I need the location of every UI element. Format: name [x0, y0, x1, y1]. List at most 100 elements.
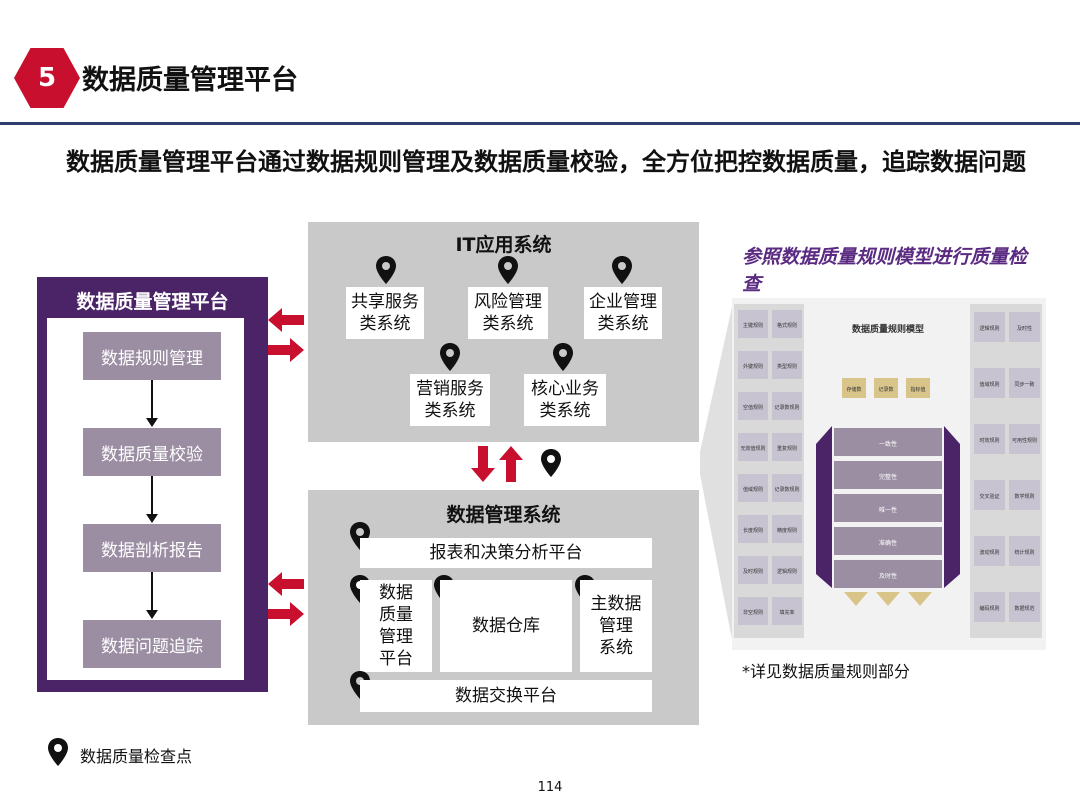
step-issue-tracking: 数据问题追踪: [83, 620, 221, 668]
right-rule-label: 及时性: [1017, 325, 1032, 332]
left-rule-cell: [772, 597, 802, 625]
right-rule-label: 交叉验证: [979, 493, 999, 500]
right-rule-column: [970, 304, 1042, 638]
right-rule-cell: [1009, 536, 1040, 566]
left-rule-label: 外键规则: [743, 363, 763, 370]
reference-note: *详见数据质量规则部分: [742, 662, 911, 681]
reference-title: 参照数据质量规则模型进行质量检查: [742, 246, 1028, 295]
top-label-box: [906, 378, 930, 398]
section-number-badge: 5: [14, 48, 80, 108]
right-rule-label: 时效规则: [979, 437, 999, 444]
left-rule-cell: [738, 310, 768, 338]
dq-platform-title: 数据质量管理平台: [76, 291, 229, 313]
left-rule-cell: [738, 351, 768, 379]
bidirectional-arrows-vertical: [471, 446, 523, 482]
left-rule-cell: [772, 392, 802, 420]
left-rule-label: 逻辑规则: [777, 568, 797, 575]
left-rule-label: 重复规则: [777, 445, 797, 452]
right-rule-label: 编码规则: [979, 605, 999, 612]
arrow-right-icon: [268, 602, 304, 626]
flow-arrow-line: [151, 476, 153, 514]
right-rule-cell: [1009, 368, 1040, 398]
top-label-text: 存储数: [846, 386, 861, 393]
arrow-down-icon: [471, 446, 495, 482]
checkpoint-pin-icon: [440, 343, 460, 371]
flow-arrow-line: [151, 572, 153, 610]
left-rule-label: 长度规则: [743, 527, 763, 534]
model-layer-label: 一致性: [879, 440, 897, 448]
left-side-bar: [816, 426, 832, 588]
legend-label: 数据质量检查点: [80, 747, 193, 766]
callout-wedge: [700, 298, 734, 650]
left-rule-label: 填充率: [779, 609, 794, 616]
right-rule-label: 值域规则: [979, 381, 999, 388]
left-rule-cell: [738, 392, 768, 420]
right-rule-cell: [1009, 424, 1040, 454]
left-rule-cell: [772, 515, 802, 543]
arrow-left-icon: [268, 572, 304, 596]
dq-management-platform-box: 数据 质量 管理 平台: [360, 580, 432, 672]
top-label-text: 记录数: [878, 386, 893, 393]
data-warehouse-box: 数据仓库: [440, 580, 572, 672]
left-rule-label: 及时规则: [743, 568, 763, 575]
data-exchange-platform: 数据交换平台: [360, 680, 652, 712]
checkpoint-pin-icon: [553, 343, 573, 371]
right-rule-cell: [1009, 592, 1040, 622]
top-label-box: [874, 378, 898, 398]
right-side-bar: [944, 426, 960, 588]
left-rule-cell: [772, 433, 802, 461]
right-rule-label: 同步一致: [1014, 381, 1034, 388]
legend-pin-icon: [48, 738, 68, 766]
arrow-right-icon: [268, 338, 304, 362]
left-rule-cell: [772, 310, 802, 338]
top-label-text: 指标值: [910, 386, 925, 393]
left-rule-cell: [772, 351, 802, 379]
rule-model-diagram: 主键规则格式规则外键规则类型规则空值规则记录数规则无效值规则重复规则值域规则记录…: [732, 298, 1046, 650]
header-divider: [0, 122, 1080, 125]
left-rule-cell: [738, 515, 768, 543]
step-quality-check: 数据质量校验: [83, 428, 221, 476]
system-enterprise-management: 企业管理 类系统: [584, 287, 662, 339]
right-rule-label: 可用性规则: [1012, 437, 1037, 444]
right-rule-cell: [974, 480, 1005, 510]
right-rule-cell: [974, 312, 1005, 342]
left-rule-cell: [738, 474, 768, 502]
model-layer: [834, 461, 942, 489]
it-systems-title: IT应用系统: [455, 234, 552, 256]
left-rule-cell: [738, 433, 768, 461]
right-rule-cell: [1009, 480, 1040, 510]
data-management-title: 数据管理系统: [446, 504, 561, 526]
left-rule-cell: [738, 597, 768, 625]
right-rule-label: 逻辑规则: [979, 325, 999, 332]
flow-arrow-head: [146, 514, 158, 523]
left-rule-label: 记录数规则: [774, 404, 799, 411]
left-rule-cell: [738, 556, 768, 584]
bidirectional-arrows-bottom: [268, 572, 304, 626]
flow-arrow-head: [146, 610, 158, 619]
left-rule-label: 主键规则: [743, 322, 763, 329]
page-number: 114: [537, 780, 563, 795]
model-layer-label: 及时性: [879, 572, 897, 580]
left-rule-label: 格式规则: [777, 322, 797, 329]
right-rule-label: 波动规则: [979, 549, 999, 556]
right-rule-cell: [974, 424, 1005, 454]
model-layer-label: 唯一性: [879, 506, 897, 514]
step-rule-management: 数据规则管理: [83, 332, 221, 380]
right-rule-label: 统计规则: [1014, 549, 1034, 556]
checkpoint-pin-icon: [541, 449, 561, 477]
right-rule-label: 数学规则: [1014, 493, 1034, 500]
master-data-system-box: 主数据 管理 系统: [580, 580, 652, 672]
left-rule-cell: [772, 556, 802, 584]
step-profiling-report: 数据剖析报告: [83, 524, 221, 572]
bidirectional-arrows-top: [268, 308, 304, 362]
model-layer: [834, 428, 942, 456]
left-rule-label: 非空规则: [743, 609, 763, 616]
right-rule-label: 数据规范: [1014, 605, 1034, 612]
right-rule-cell: [974, 536, 1005, 566]
rule-model-svg: 主键规则格式规则外键规则类型规则空值规则记录数规则无效值规则重复规则值域规则记录…: [734, 304, 1042, 638]
left-rule-label: 值域规则: [743, 486, 763, 493]
bottom-arrow: [844, 592, 868, 606]
slide-title: 数据质量管理平台: [82, 65, 298, 96]
model-layer: [834, 560, 942, 588]
system-core-business: 核心业务 类系统: [524, 374, 606, 426]
